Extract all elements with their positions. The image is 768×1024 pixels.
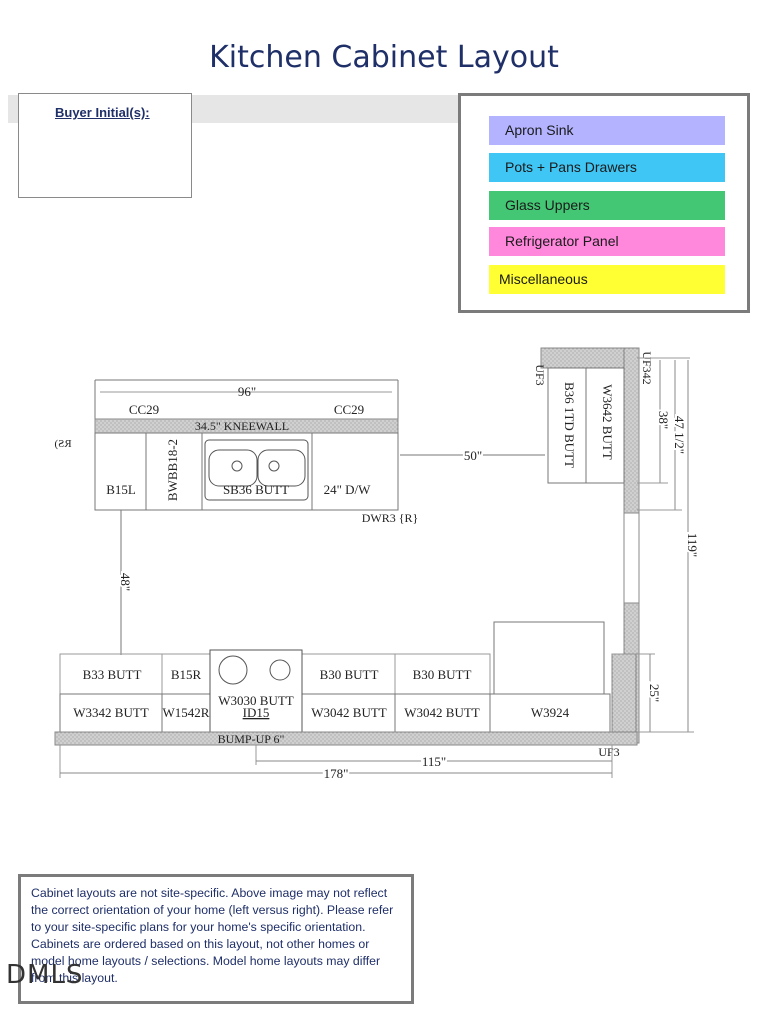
svg-text:115": 115" [422, 754, 446, 769]
buyer-initials-label: Buyer Initial(s): [55, 105, 150, 120]
back-upper-6: W3924 [531, 705, 570, 720]
svg-text:47 1/2": 47 1/2" [672, 416, 687, 454]
cooktop-icon [209, 649, 303, 733]
buyer-initials-box[interactable]: Buyer Initial(s): [18, 93, 192, 198]
island-width-dim: 96" [238, 384, 256, 399]
bumpup-label: BUMP-UP 6" [218, 732, 285, 746]
svg-text:119": 119" [685, 533, 700, 557]
page-title: Kitchen Cabinet Layout [209, 40, 559, 75]
back-upper-3: ID15 [243, 705, 270, 720]
island-cab-2: SB36 BUTT [223, 482, 289, 497]
dim-119: 119" [685, 533, 700, 557]
back-upper-1: W1542R [163, 705, 210, 720]
island-filler: DWR3 {R} [362, 511, 419, 525]
right-wall-cab: W3642 BUTT [600, 384, 615, 460]
aisle-dim-50: 50" [464, 448, 482, 463]
back-upper-2: W3030 BUTT [218, 693, 294, 708]
back-base-0: B33 BUTT [83, 667, 142, 682]
legend-glass-uppers: Glass Uppers [489, 191, 725, 220]
legend-refrigerator-panel: Refrigerator Panel [489, 227, 725, 256]
dim-25: 25" [647, 684, 662, 702]
island-corbel-left: CC29 [129, 402, 159, 417]
island-cab-1: BWBB18-2 [165, 439, 180, 501]
svg-text:38": 38" [656, 411, 671, 429]
legend-pots-pans-drawers: Pots + Pans Drawers [489, 153, 725, 182]
back-upper-5: W3042 BUTT [404, 705, 480, 720]
island-cut-label: RS) [54, 438, 71, 450]
svg-text:48": 48" [118, 573, 133, 591]
back-corner-filler: UF3 [598, 745, 619, 759]
dim-178: 178" [324, 766, 349, 781]
refrigerator-space [493, 621, 605, 695]
aisle-dimensions: 50" 50" 48" 48" [116, 446, 545, 655]
legend-miscellaneous: Miscellaneous [489, 265, 725, 294]
cabinet-floor-plan: 96" CC29 CC29 34.5" KNEEWALL B15L BWBB18… [54, 347, 702, 783]
island-corbel-right: CC29 [334, 402, 364, 417]
right-base-cab: B36 1TD BUTT [562, 382, 577, 468]
right-filler-left: UF3 [533, 364, 547, 385]
island: 96" CC29 CC29 34.5" KNEEWALL B15L BWBB18… [54, 379, 419, 525]
color-legend: Apron Sink Pots + Pans Drawers Glass Upp… [458, 93, 750, 313]
legend-apron-sink: Apron Sink [489, 116, 725, 145]
kneewall-label: 34.5" KNEEWALL [195, 419, 289, 433]
back-upper-4: W3042 BUTT [311, 705, 387, 720]
back-base-1: B15R [171, 667, 202, 682]
disclaimer-note: Cabinet layouts are not site-specific. A… [18, 874, 414, 1004]
island-cab-0: B15L [106, 482, 136, 497]
dim-47-half: 47 1/2" [672, 416, 687, 454]
dim-38: 38" [656, 411, 671, 429]
svg-text:50": 50" [464, 448, 482, 463]
back-base-3: B30 BUTT [413, 667, 472, 682]
back-wall: 25" 25" B33 BUTT B15R B30 BUTT B30 BUTT … [54, 621, 664, 783]
right-filler-top: UF342 [640, 351, 654, 384]
back-base-2: B30 BUTT [320, 667, 379, 682]
dim-115: 115" [422, 754, 446, 769]
right-wall: UF3 UF342 B36 1TD BUTT W3642 BUTT 38" 38… [533, 347, 702, 744]
back-upper-0: W3342 BUTT [73, 705, 149, 720]
svg-text:25": 25" [647, 684, 662, 702]
aisle-dim-48: 48" [118, 573, 133, 591]
svg-text:178": 178" [324, 766, 349, 781]
watermark-logo: DMLS [6, 960, 84, 990]
island-cab-3: 24" D/W [324, 482, 372, 497]
